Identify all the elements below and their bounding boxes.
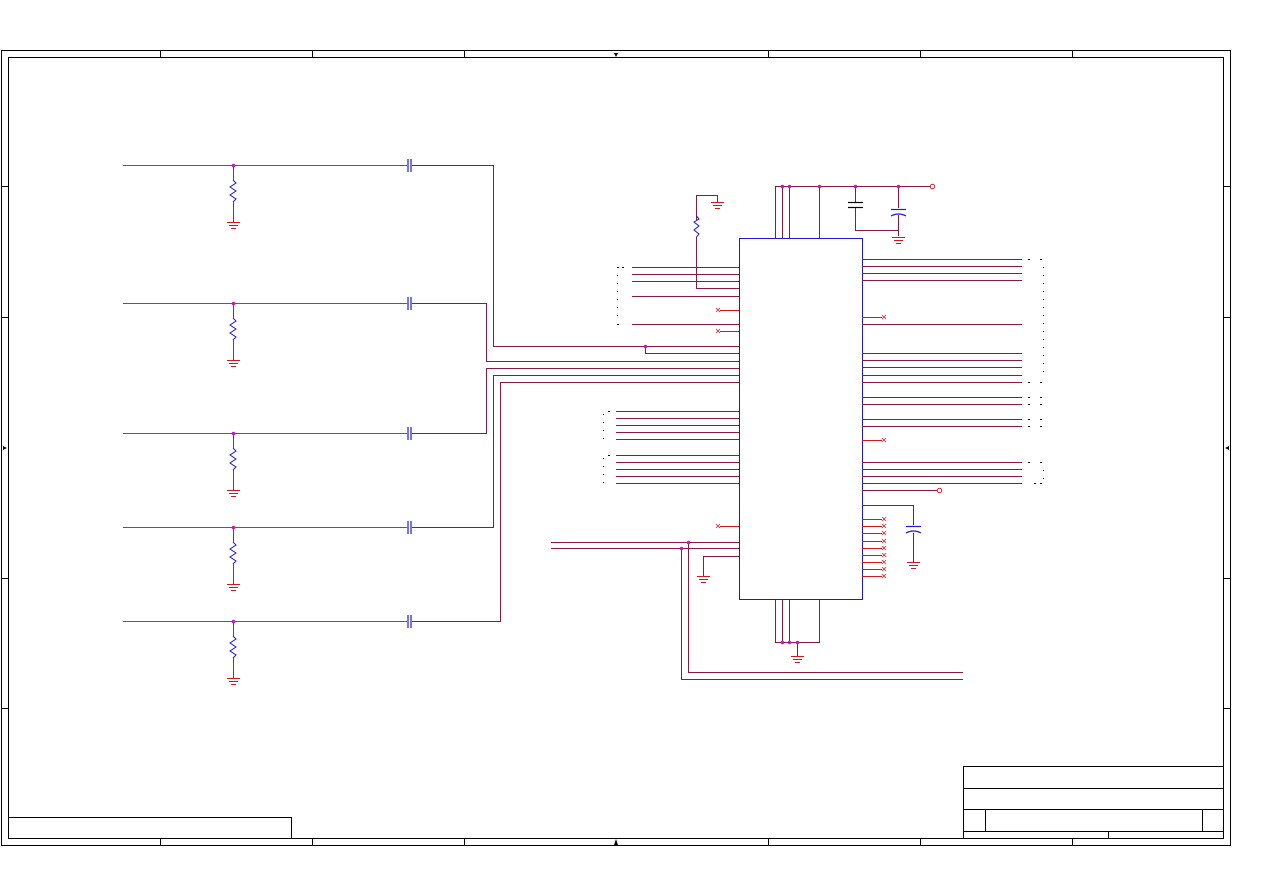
ic-body [739,238,863,600]
bus-bracket-left-a [617,267,624,325]
ic-nc-pins [720,310,739,527]
ground-icon [892,237,905,244]
resistor-icon [229,621,237,678]
ground-icon [907,562,920,569]
sheet-border [1,50,1231,846]
resistor-icon [693,215,700,238]
junction-dot [853,184,858,189]
ic-main [739,238,863,600]
ic-left-pins-c [551,542,963,680]
power-port-icon [936,487,943,494]
center-markers [3,53,1229,845]
inner-frame [8,57,1224,839]
resistor-icon [229,433,237,490]
capacitor-icon [848,201,863,209]
ic-bottom-pins [775,600,820,656]
input-wires [123,165,407,622]
ground-icon [791,656,804,663]
junction-dot [231,431,236,436]
ground-icon [227,584,240,591]
left-note-box [8,817,292,839]
junction-dot [780,184,785,189]
junction-dot [231,301,236,306]
capacitor-icon [407,615,412,628]
no-connect-icon [881,314,887,579]
no-connect-icon [715,307,721,529]
junction-dot [231,619,236,624]
junction-dot [817,184,822,189]
ground-icon [227,222,240,229]
ground-icon [227,678,240,685]
capacitor-icon [905,525,922,534]
resistor-icon [229,303,237,360]
junction-dot [231,163,236,168]
capacitor-icon [407,297,412,310]
ic-right-pins [862,259,1022,562]
bus-bracket-right [1028,259,1044,484]
zone-ticks-top [160,50,1073,57]
capacitor-icon [407,427,412,440]
junction-dot [795,640,800,645]
zone-ticks-right [1223,186,1230,709]
ground-icon [227,490,240,497]
power-rail [775,183,936,244]
junction-dot [787,640,792,645]
title-block [963,766,1224,839]
ground-icon [697,576,710,583]
junction-dot [896,184,901,189]
junction-dot [679,546,684,551]
junction-dot [787,184,792,189]
bus-bracket-left-b [603,411,610,483]
ic-left-pins-a [632,267,739,325]
junction-dot [231,525,236,530]
pullup-network [693,195,739,289]
junction-dot [643,344,648,349]
ground-icon [711,202,724,209]
power-port-icon [929,183,936,190]
zone-ticks-left [1,186,8,709]
outer-frame [1,50,1231,846]
ic-right-nc-pins [862,317,882,577]
resistor-icon [229,527,237,584]
ground-icon [227,360,240,367]
junction-dot [780,640,785,645]
capacitor-icon [890,208,907,217]
input-channels [123,159,739,685]
resistor-icon [229,165,237,222]
junction-dot [686,540,691,545]
zone-ticks-bottom [160,838,1073,845]
capacitor-icon [407,521,412,534]
capacitor-icon [407,159,412,172]
coupling-wires [412,165,739,622]
ic-left-pins-b [616,411,739,484]
